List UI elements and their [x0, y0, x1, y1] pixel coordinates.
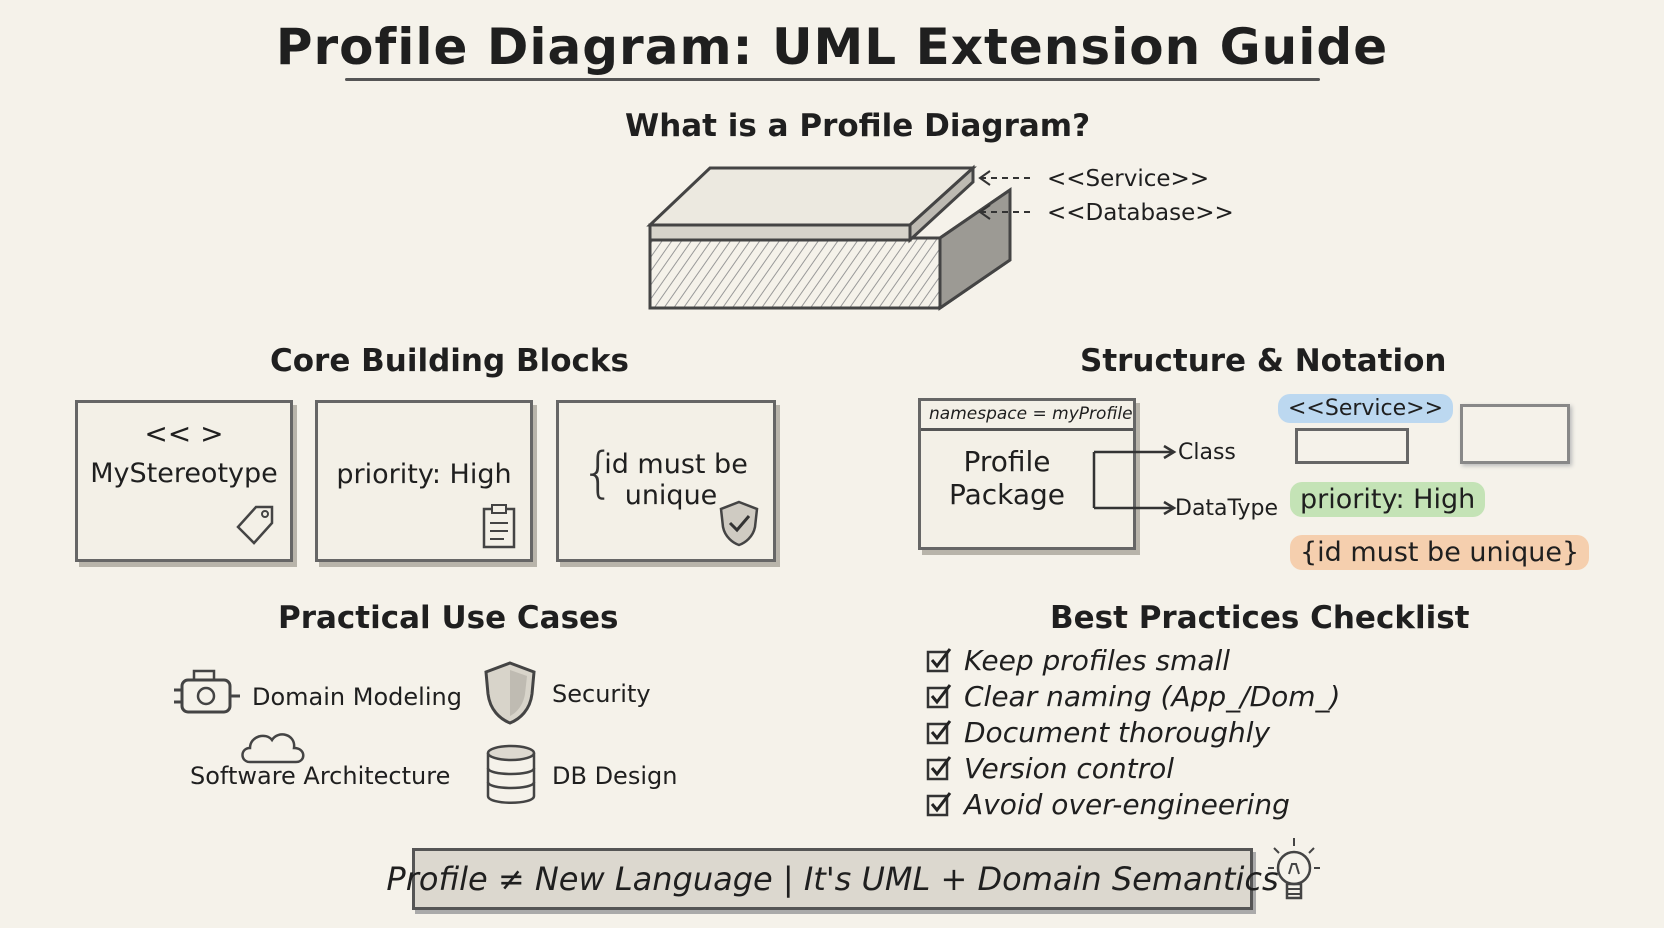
structure-heading: Structure & Notation — [1080, 343, 1447, 379]
database-stereotype-label: <<Database>> — [1047, 200, 1234, 226]
constraint-line1: id must be — [604, 449, 748, 480]
service-class-box — [1295, 428, 1409, 464]
class-label: Class — [1178, 440, 1236, 465]
plain-class-box — [1460, 404, 1570, 464]
checkbox-checked-icon — [926, 756, 952, 781]
checkbox-checked-icon — [926, 648, 952, 673]
lightbulb-icon — [1268, 838, 1320, 900]
use-cases-heading: Practical Use Cases — [278, 600, 619, 636]
use-case-software-architecture: Software Architecture — [190, 762, 451, 790]
service-stereotype-label: <<Service>> — [1047, 166, 1210, 192]
engine-icon — [174, 669, 240, 714]
checklist-item-label: Avoid over-engineering — [964, 787, 1290, 821]
constraint-brace: { — [581, 441, 616, 504]
checklist-item-label: Document thoroughly — [964, 715, 1271, 749]
package-connectors — [1092, 444, 1177, 516]
checkbox-checked-icon — [926, 684, 952, 709]
checklist-item: Version control — [926, 750, 1340, 786]
tagged-value-card: priority: High — [315, 400, 533, 562]
shield-check-icon — [719, 500, 759, 547]
best-practices-heading: Best Practices Checklist — [1050, 600, 1470, 636]
package-line2: Package — [948, 478, 1066, 511]
use-case-db-design: DB Design — [552, 762, 678, 790]
checklist-item: Avoid over-engineering — [926, 786, 1340, 822]
clipboard-icon — [482, 504, 516, 549]
service-tag-highlight: <<Service>> — [1278, 394, 1454, 423]
checkbox-checked-icon — [926, 792, 952, 817]
package-line1: Profile — [963, 445, 1051, 478]
use-case-domain-modeling: Domain Modeling — [252, 683, 462, 711]
what-is-heading: What is a Profile Diagram? — [625, 108, 1091, 144]
constraint-card: { id must be unique — [556, 400, 776, 562]
security-shield-icon — [484, 661, 536, 725]
title-underline — [345, 78, 1320, 81]
database-icon — [486, 744, 536, 804]
profile-package-box: namespace = myProfile Profile Package — [918, 398, 1136, 550]
checklist-item-label: Clear naming (App_/Dom_) — [964, 679, 1341, 713]
datatype-label: DataType — [1175, 496, 1279, 521]
stereotype-card: << > MyStereotype — [75, 400, 293, 562]
cloud-icon — [241, 733, 305, 764]
tag-icon — [236, 505, 274, 545]
page-title: Profile Diagram: UML Extension Guide — [275, 18, 1389, 76]
stereotype-symbol: << > — [144, 417, 224, 450]
checklist-item-label: Keep profiles small — [964, 643, 1231, 677]
checklist-item-label: Version control — [964, 751, 1175, 785]
core-heading: Core Building Blocks — [270, 343, 629, 379]
summary-banner: Profile ≠ New Language | It's UML + Doma… — [386, 848, 1279, 910]
stereotype-label: MyStereotype — [90, 458, 278, 489]
checklist: Keep profiles small Clear naming (App_/D… — [926, 642, 1340, 822]
namespace-tab: namespace = myProfile — [921, 401, 1133, 431]
tagged-value-text: priority: High — [336, 459, 512, 490]
checklist-item: Document thoroughly — [926, 714, 1340, 750]
tagged-value-highlight: priority: High — [1290, 482, 1486, 517]
constraint-highlight: {id must be unique} — [1290, 535, 1590, 570]
summary-banner-text: Profile ≠ New Language | It's UML + Doma… — [386, 860, 1279, 898]
constraint-line2: unique — [624, 480, 718, 511]
checklist-item: Keep profiles small — [926, 642, 1340, 678]
use-case-security: Security — [552, 680, 651, 708]
stacked-layers-illustration — [646, 164, 1035, 311]
checkbox-checked-icon — [926, 720, 952, 745]
checklist-item: Clear naming (App_/Dom_) — [926, 678, 1340, 714]
